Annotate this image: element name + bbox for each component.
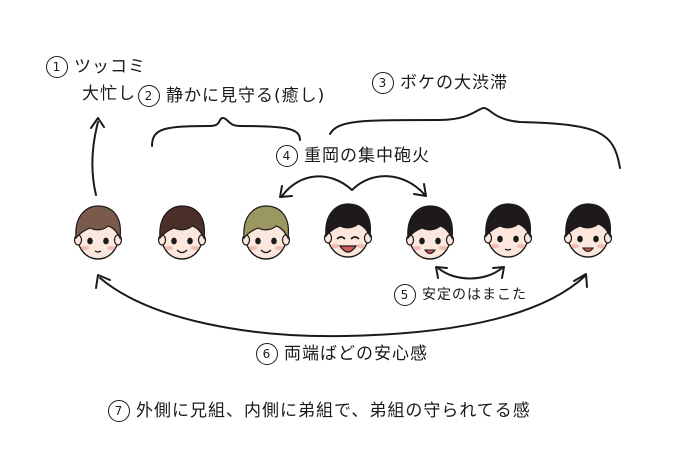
note-4: 4 重岡の集中砲火 [276, 145, 430, 167]
hair [485, 203, 532, 239]
mouth [94, 250, 102, 253]
hair [325, 203, 372, 239]
note-5: 5 安定のはまこた [394, 284, 527, 306]
face-drawing [241, 205, 291, 260]
note-3-number: 3 [372, 72, 394, 94]
note-5-number: 5 [394, 284, 416, 306]
right-eye [435, 237, 441, 245]
left-blush [571, 244, 579, 248]
note-2-number: 2 [138, 85, 160, 107]
note-3: 3 ボケの大渋滞 [372, 72, 508, 94]
note-7: 7 外側に兄組、内側に弟組で、弟組の守られてる感 [108, 400, 531, 422]
note-1-line2: 大忙し [82, 84, 136, 104]
left-eye [336, 236, 346, 240]
note-2-text: 静かに見守る(癒し) [166, 86, 326, 106]
note-1: 1 ツッコミ [46, 56, 146, 78]
note-6-number: 6 [256, 343, 278, 365]
left-eye [255, 237, 261, 245]
double-arrow-hamakota [437, 267, 503, 280]
mouth [581, 247, 595, 253]
face-drawing [563, 203, 613, 258]
right-blush [107, 246, 115, 250]
left-blush [165, 246, 173, 250]
note-7-number: 7 [108, 400, 130, 422]
right-blush [597, 244, 605, 248]
note-5-text: 安定のはまこた [422, 287, 527, 303]
face-7 [558, 198, 618, 268]
left-blush [331, 244, 339, 248]
hair [75, 205, 122, 241]
face-drawing [405, 205, 455, 260]
right-eye [271, 237, 277, 245]
left-blush [491, 244, 499, 248]
note-6-text: 両端ばどの安心感 [284, 344, 428, 364]
arrow-head-left-5 [435, 266, 448, 279]
note-4-number: 4 [276, 145, 298, 167]
right-eye [103, 237, 109, 245]
note-7-text: 外側に兄組、内側に弟組で、弟組の守られてる感 [136, 401, 531, 421]
arc-both-ends [99, 275, 586, 338]
arrow-to-third-face [281, 175, 353, 197]
arrow-head-right-6 [573, 273, 588, 288]
right-blush [357, 244, 365, 248]
hair [243, 205, 290, 241]
hair [407, 205, 454, 241]
arrow-to-fifth-face [351, 175, 425, 195]
note-1-number: 1 [46, 56, 68, 78]
mouth [260, 249, 272, 254]
mouth [504, 248, 512, 251]
hair [565, 203, 612, 239]
note-6: 6 両端ばどの安心感 [256, 343, 428, 365]
right-eye [593, 235, 599, 243]
arrow-to-note-1 [91, 121, 99, 196]
note-2: 2 静かに見守る(癒し) [138, 85, 325, 107]
face-drawing [73, 205, 123, 260]
face-1 [68, 200, 128, 270]
mouth [423, 249, 437, 255]
face-2 [152, 200, 212, 270]
mouth [338, 245, 358, 253]
left-blush [81, 246, 89, 250]
brace-group-3 [329, 107, 621, 169]
left-blush [249, 246, 257, 250]
arrow-head-third-face [279, 185, 293, 198]
arrow-head-fifth-face [413, 183, 427, 197]
face-3 [236, 200, 296, 270]
left-eye [87, 237, 93, 245]
mouth [176, 249, 188, 254]
arrow-head-left-6 [95, 274, 111, 289]
arrow-head-note-1 [90, 117, 105, 129]
face-drawing [323, 203, 373, 258]
face-drawing [157, 205, 207, 260]
note-3-text: ボケの大渋滞 [400, 73, 508, 93]
left-eye [577, 235, 583, 243]
right-eye [187, 237, 193, 245]
right-eye [513, 235, 519, 243]
right-blush [439, 246, 447, 250]
left-blush [413, 246, 421, 250]
right-blush [275, 246, 283, 250]
left-eye [419, 237, 425, 245]
right-blush [517, 244, 525, 248]
arrow-head-right-5 [492, 266, 505, 279]
face-4 [318, 198, 378, 268]
left-eye [497, 235, 503, 243]
hair [159, 205, 206, 241]
note-4-text: 重岡の集中砲火 [304, 146, 430, 166]
face-drawing [483, 203, 533, 258]
left-eye [171, 237, 177, 245]
note-1-line1: ツッコミ [74, 57, 146, 77]
face-5 [400, 200, 460, 270]
face-6 [478, 198, 538, 268]
right-eye [350, 236, 360, 240]
brace-group-2 [151, 117, 301, 147]
right-blush [191, 246, 199, 250]
